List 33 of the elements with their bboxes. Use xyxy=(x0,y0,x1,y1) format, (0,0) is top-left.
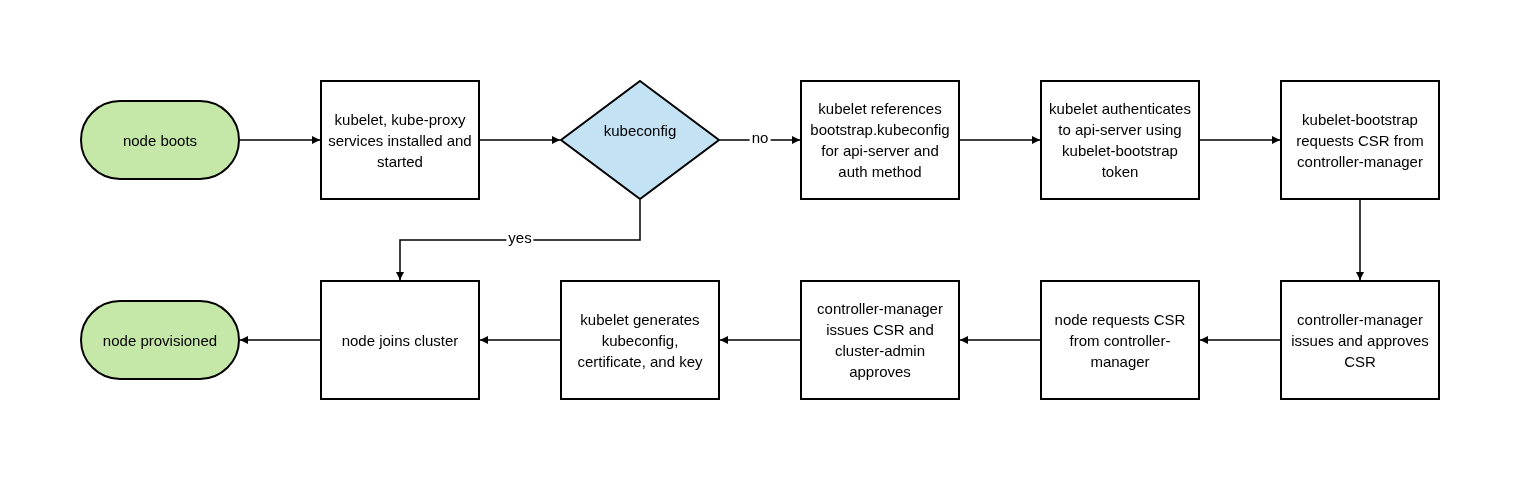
process-box xyxy=(800,80,960,200)
arrow xyxy=(959,136,1041,144)
process-box xyxy=(320,280,480,400)
arrow xyxy=(1199,136,1281,144)
process-box xyxy=(560,280,720,400)
node-text: controller-manager issues and approves CSR xyxy=(1290,309,1430,372)
node-text: controller-manager issues CSR and cluster-admin approves xyxy=(816,299,944,382)
arrow xyxy=(479,136,561,144)
process-box xyxy=(1280,80,1440,200)
arrow xyxy=(1199,336,1281,344)
process-box xyxy=(800,280,960,400)
process-box xyxy=(1280,280,1440,400)
node-text: kubeconfig xyxy=(603,120,677,141)
node-text: kubelet-bootstrap requests CSR from controller-manager xyxy=(1295,109,1425,172)
node-text: node boots xyxy=(122,130,198,151)
arrow xyxy=(959,336,1041,344)
arrow xyxy=(719,336,801,344)
arrow xyxy=(239,136,321,144)
node-text: kubelet, kube-proxy services installed and started xyxy=(327,109,473,172)
arrow xyxy=(396,199,641,281)
decision-diamond xyxy=(560,80,720,200)
arrow xyxy=(479,336,561,344)
node-text: node provisioned xyxy=(102,330,218,351)
arrow xyxy=(1356,199,1364,281)
node-text: kubelet generates kubeconfig, certificate, and key xyxy=(576,309,704,372)
node-text: kubelet authenticates to api-server using kubelet-bootstrap token xyxy=(1048,99,1192,182)
process-box xyxy=(320,80,480,200)
arrow xyxy=(239,336,321,344)
node-text: node joins cluster xyxy=(341,330,459,351)
node-text: node requests CSR from controller-manager xyxy=(1053,309,1187,372)
process-box xyxy=(1040,280,1200,400)
node-text: kubelet references bootstrap.kubeconfig for api-server and auth method xyxy=(809,99,951,182)
process-box xyxy=(1040,80,1200,200)
